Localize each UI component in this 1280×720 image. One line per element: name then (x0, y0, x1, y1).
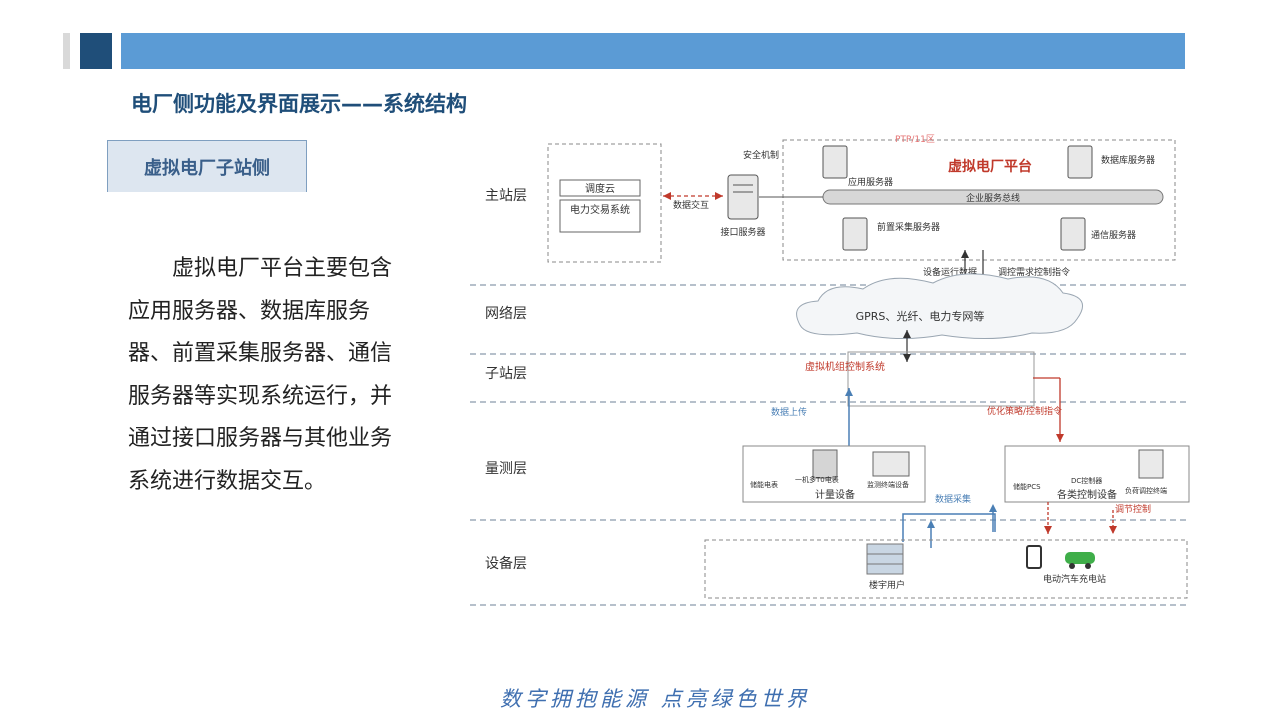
ctrl-item-1: 储能PCS (1013, 482, 1041, 491)
ev-car-icon (1065, 552, 1095, 564)
side-tab: 虚拟电厂子站侧 (107, 140, 307, 192)
front-server-label: 前置采集服务器 (877, 221, 940, 233)
building-label: 楼宇用户 (869, 579, 905, 591)
meter-item-2: 一机多T0电表 (795, 475, 839, 484)
control-terminal-icon (1138, 449, 1164, 479)
app-server-label: 应用服务器 (848, 176, 893, 188)
app-server-icon (822, 145, 848, 179)
power-trading-box (559, 199, 641, 233)
service-bus-label: 企业服务总线 (966, 192, 1020, 204)
data-collect-label: 数据采集 (935, 493, 971, 505)
control-equipment-label: 各类控制设备 (1057, 488, 1117, 501)
layer-label-measure: 量测层 (485, 461, 527, 477)
substation-ctrl-label: 虚拟机组控制系统 (805, 360, 885, 373)
meter-icon (812, 449, 838, 479)
substation-control-box (847, 351, 1035, 407)
side-tab-label: 虚拟电厂子站侧 (144, 157, 270, 179)
ev-station-label: 电动汽车充电站 (1043, 573, 1106, 585)
network-cloud (796, 273, 1084, 340)
meter-item-1: 储能电表 (750, 480, 778, 489)
layer-label-substation: 子站层 (485, 366, 527, 382)
monitor-terminal-icon (872, 451, 910, 477)
interface-server-label: 接口服务器 (720, 226, 765, 238)
header-accent-light (63, 33, 70, 69)
comm-server-label: 通信服务器 (1091, 229, 1136, 241)
system-architecture-diagram: 主站层 网络层 子站层 量测层 设备层 调度云 电力交易系统 数据交互 安全机制… (470, 134, 1190, 606)
db-server-label: 数据库服务器 (1101, 154, 1155, 166)
power-trading-label: 电力交易系统 (570, 203, 630, 216)
header-accent-square (80, 33, 112, 69)
data-exchange-label: 数据交互 (673, 199, 709, 211)
platform-zone-label: PTP/11区 (895, 134, 935, 145)
control-cmd-label: 调控需求控制指令 (998, 266, 1070, 278)
footer-slogan: 数字拥抱能源 点亮绿色世界 (500, 687, 811, 711)
platform-title: 虚拟电厂平台 (948, 158, 1032, 175)
device-layer-box (704, 539, 1188, 599)
data-upload-label: 数据上传 (771, 406, 807, 418)
dispatch-cloud-box (559, 179, 641, 197)
interface-server-icon (727, 174, 759, 220)
meter-item-3: 监测终端设备 (867, 480, 909, 489)
external-systems-box (547, 143, 662, 263)
db-server-icon (1067, 145, 1093, 179)
ctrl-item-3: 负荷调控终端 (1125, 486, 1167, 495)
platform-box (782, 139, 1176, 261)
optimize-label: 优化策略/控制指令 (987, 405, 1062, 417)
adjust-ctrl-label: 调节控制 (1115, 503, 1151, 515)
layer-label-network: 网络层 (485, 306, 527, 322)
dispatch-cloud-label: 调度云 (585, 182, 615, 195)
meter-equipment-label: 计量设备 (815, 488, 855, 501)
building-icon (866, 543, 904, 575)
header-bar (121, 33, 1185, 69)
network-label: GPRS、光纤、电力专网等 (856, 309, 985, 323)
page-title: 电厂侧功能及界面展示——系统结构 (131, 92, 467, 116)
comm-server-icon (1060, 217, 1086, 251)
front-server-icon (842, 217, 868, 251)
layer-label-master: 主站层 (485, 188, 527, 204)
charger-icon (1026, 545, 1042, 569)
security-label: 安全机制 (743, 149, 779, 161)
ctrl-item-2: DC控制器 (1071, 476, 1102, 485)
layer-label-device: 设备层 (485, 555, 527, 572)
body-paragraph: 虚拟电厂平台主要包含应用服务器、数据库服务器、前置采集服务器、通信服务器等实现系… (128, 256, 393, 494)
